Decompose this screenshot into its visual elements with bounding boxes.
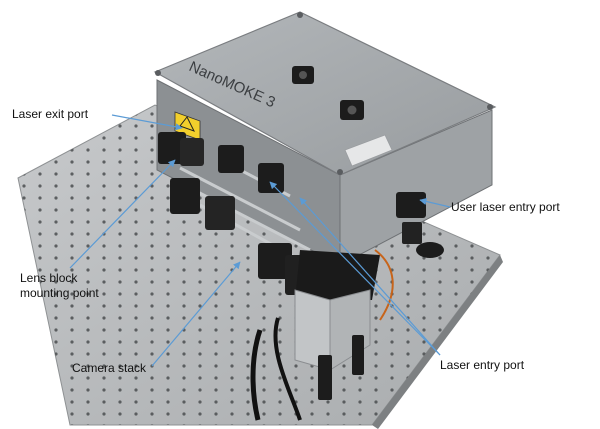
label-user-laser-entry-port: User laser entry port (451, 200, 560, 214)
leader-lines (69, 114, 451, 367)
label-lens-block-mounting-point: Lens block mounting point (20, 271, 99, 301)
lid-mount-left (292, 66, 314, 84)
label-lens-block-line2: mounting point (20, 286, 99, 300)
label-laser-entry-port: Laser entry port (440, 358, 525, 372)
label-laser-exit-port: Laser exit port (12, 107, 89, 121)
user-laser-entry-mount (396, 192, 444, 258)
label-lens-block-line1: Lens block (20, 271, 78, 285)
leader-user-laser (419, 197, 451, 208)
leader-laser-entry-2 (299, 197, 441, 356)
leader-laser-exit (111, 114, 183, 131)
label-camera-stack: Camera stack (72, 361, 147, 375)
leader-camera (151, 261, 241, 367)
leader-lens-block (69, 159, 176, 269)
lid-mount-right (340, 100, 364, 120)
enclosure-box (153, 11, 497, 266)
optics-assembly (158, 132, 394, 421)
leader-laser-entry-1 (269, 181, 441, 356)
